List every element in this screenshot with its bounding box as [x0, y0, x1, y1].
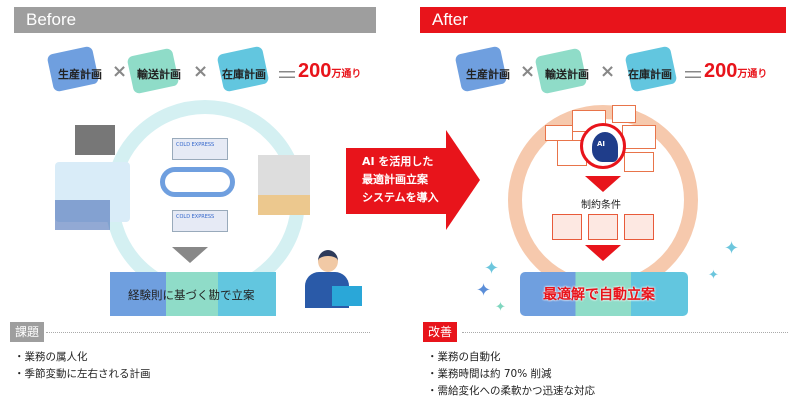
times-icon: ×	[520, 61, 536, 82]
transport-plan-label: 輸送計画	[137, 68, 181, 81]
improvement-item: ・需給変化への柔軟かつ迅速な対応	[427, 385, 595, 397]
sparkle-icon: ✦	[724, 238, 740, 259]
after-header: After	[420, 7, 786, 33]
transport-plan-label: 輸送計画	[545, 68, 589, 81]
worried-person-icon	[300, 250, 362, 310]
puzzle-piece-icon	[218, 272, 276, 316]
ice-package-image	[55, 200, 110, 230]
issues-label-text: 課題	[15, 325, 40, 339]
constraints-label: 制約条件	[581, 200, 621, 211]
equals-icon: ＝	[276, 64, 299, 89]
cycle-arrows-icon	[160, 167, 235, 197]
ai-brain-icon: AI	[580, 123, 626, 169]
combination-count: 200万通り	[704, 60, 767, 83]
count-unit: 万通り	[331, 69, 362, 80]
document-icon	[624, 214, 654, 240]
improvements-list: ・業務の自動化 ・業務時間は約 70% 削減 ・需給変化への柔軟かつ迅速な対応	[427, 349, 595, 400]
arrow-line: AI を活用した	[362, 155, 434, 168]
after-result-text: 最適解で自動立案	[543, 287, 655, 303]
sparkle-icon: ✦	[708, 268, 719, 283]
count-unit: 万通り	[737, 69, 768, 80]
chart-icon	[622, 125, 656, 149]
times-icon: ×	[600, 61, 616, 82]
before-header: Before	[14, 7, 376, 33]
times-icon: ×	[193, 61, 209, 82]
warehouse-icon	[258, 155, 310, 215]
issues-list: ・業務の属人化 ・季節変動に左右される計画	[14, 349, 151, 383]
chart-icon	[545, 125, 573, 141]
down-arrow-icon	[585, 176, 621, 192]
puzzle-piece-icon	[110, 272, 166, 316]
divider	[46, 332, 370, 333]
improvements-label-text: 改善	[428, 325, 453, 339]
truck-icon: COLD EXPRESS	[172, 138, 228, 160]
ai-badge: AI	[597, 140, 606, 148]
sparkle-icon: ✦	[484, 258, 500, 279]
down-arrow-icon	[172, 247, 208, 263]
truck-label: COLD EXPRESS	[176, 142, 215, 148]
sparkle-icon: ✦	[495, 300, 506, 315]
improvement-item: ・業務の自動化	[427, 351, 501, 363]
document-icon	[588, 214, 618, 240]
sparkle-icon: ✦	[476, 280, 492, 301]
document-icon	[552, 214, 582, 240]
issue-item: ・季節変動に左右される計画	[14, 368, 151, 380]
arrow-head-icon	[446, 130, 480, 230]
count-value: 200	[704, 60, 738, 82]
arrow-line: システムを導入	[362, 191, 439, 204]
before-result-text: 経験則に基づく勘で立案	[128, 288, 255, 302]
arrow-line: 最適計画立案	[362, 173, 428, 186]
improvement-item: ・業務時間は約 70% 削減	[427, 368, 552, 380]
production-plan-label: 生産計画	[58, 68, 102, 81]
down-arrow-icon	[585, 245, 621, 261]
chart-icon	[612, 105, 636, 123]
production-plan-label: 生産計画	[466, 68, 510, 81]
puzzle-piece-icon	[166, 272, 218, 316]
after-title: After	[432, 10, 468, 29]
issue-item: ・業務の属人化	[14, 351, 88, 363]
count-value: 200	[298, 60, 332, 82]
ai-arrow-text: AI を活用した 最適計画立案 システムを導入	[362, 153, 439, 207]
combination-count: 200万通り	[298, 60, 361, 83]
factory-icon	[75, 125, 115, 155]
before-title: Before	[26, 10, 77, 29]
truck-icon: COLD EXPRESS	[172, 210, 228, 232]
equals-icon: ＝	[682, 64, 705, 89]
result-puzzle-bar	[520, 272, 688, 316]
issues-label: 課題	[10, 322, 45, 342]
chart-icon	[624, 152, 654, 172]
times-icon: ×	[112, 61, 128, 82]
ai-arrow	[346, 148, 446, 214]
inventory-plan-label: 在庫計画	[222, 68, 266, 81]
improvements-label: 改善	[423, 322, 458, 342]
divider	[462, 332, 788, 333]
inventory-plan-label: 在庫計画	[628, 68, 672, 81]
truck-label: COLD EXPRESS	[176, 214, 215, 220]
